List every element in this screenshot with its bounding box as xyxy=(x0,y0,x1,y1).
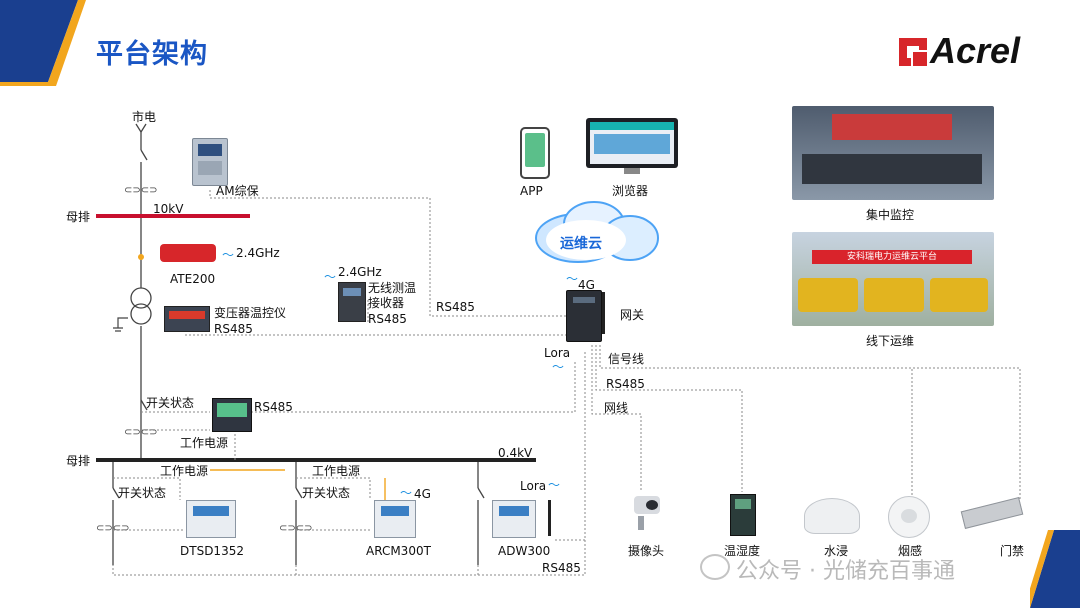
watermark-text: 公众号 · 光储充百事通 xyxy=(736,559,955,584)
breaker-symbol-3: ⊂⊃⊂⊃ xyxy=(96,523,130,534)
main-feeder-line xyxy=(135,123,148,458)
label-mains: 市电 xyxy=(132,110,157,124)
wifi-icon-arcm: 〜 xyxy=(400,486,413,500)
label-lora-gateway: Lora xyxy=(544,346,571,360)
label-water: 水浸 xyxy=(824,544,849,558)
smoke-sensor-icon xyxy=(888,496,930,538)
label-rs485-right: RS485 xyxy=(606,377,645,391)
gateway-antenna xyxy=(602,292,605,334)
ground-symbol xyxy=(113,317,128,332)
label-signal-line: 信号线 xyxy=(608,352,645,366)
monitor-stand xyxy=(624,168,640,174)
water-sensor-icon xyxy=(804,498,860,534)
label-freq-ate: 2.4GHz xyxy=(236,246,280,260)
humidity-sensor-icon xyxy=(730,494,756,536)
central-monitor-photo xyxy=(792,106,994,200)
corner-shape-orange-br xyxy=(1030,530,1054,608)
label-gateway: 网关 xyxy=(620,308,645,322)
transformer-coil-2 xyxy=(130,303,152,325)
label-ate200: ATE200 xyxy=(170,272,216,286)
label-app: APP xyxy=(520,184,543,198)
corner-shape-blue xyxy=(0,0,78,82)
label-dtsd: DTSD1352 xyxy=(180,544,244,558)
label-offline-ops: 线下运维 xyxy=(866,334,915,348)
breaker-symbol-2: ⊂⊃⊂⊃ xyxy=(124,427,158,438)
receiver-device xyxy=(338,282,366,322)
label-rs485-bottom: RS485 xyxy=(542,561,581,575)
corner-decoration-top-left xyxy=(0,0,86,86)
sensor-point xyxy=(138,254,144,260)
branch-lines xyxy=(112,399,485,565)
label-humidity: 温湿度 xyxy=(724,544,761,558)
corner-shape-orange xyxy=(0,0,86,86)
logo-text: Acrel xyxy=(930,30,1021,71)
label-arcm: ARCM300T xyxy=(366,544,431,558)
am-protection-device xyxy=(192,138,228,186)
label-meter-rs485: RS485 xyxy=(254,400,293,414)
signal-lines xyxy=(112,190,1021,576)
breaker-symbol-4: ⊂⊃⊂⊃ xyxy=(279,523,313,534)
label-work-power-left: 工作电源 xyxy=(160,464,209,478)
transformer-controller-device xyxy=(164,306,210,332)
dtsd-device xyxy=(186,500,236,538)
transformer-coil-1 xyxy=(130,287,152,309)
camera-icon xyxy=(630,494,664,534)
page-title: 平台架构 xyxy=(96,39,208,70)
gateway-device xyxy=(566,290,602,342)
label-rs485-mid: RS485 xyxy=(436,300,475,314)
adw-device xyxy=(492,500,536,538)
cloud-icon xyxy=(535,201,659,263)
adw-antenna xyxy=(548,500,551,536)
label-busbar-top: 母排 xyxy=(66,210,91,224)
label-transformer-ctrl: 变压器温控仪 xyxy=(214,306,287,320)
label-arcm-4g: 4G xyxy=(414,487,431,501)
label-freq-receiver: 2.4GHz xyxy=(338,265,382,279)
label-central-monitor: 集中监控 xyxy=(866,208,915,222)
label-am-protect: AM综保 xyxy=(216,184,259,198)
busbar-04kv xyxy=(96,458,536,462)
label-transformer-rs485: RS485 xyxy=(214,322,253,336)
label-work-power-top: 工作电源 xyxy=(180,436,229,450)
wifi-icon-gateway: 〜 xyxy=(566,272,579,286)
label-receiver-rs485: RS485 xyxy=(368,312,407,326)
label-voltage-top: 10kV xyxy=(153,202,184,216)
corner-decoration-bottom-right xyxy=(1030,530,1080,608)
browser-monitor-icon xyxy=(586,118,678,168)
label-voltage-bottom: 0.4kV xyxy=(498,446,533,460)
label-browser: 浏览器 xyxy=(612,184,649,198)
label-busbar-bottom: 母排 xyxy=(66,454,91,468)
arcm-device xyxy=(374,500,416,538)
label-cloud: 运维云 xyxy=(560,236,602,252)
wifi-icon-receiver: 〜 xyxy=(324,270,337,284)
wifi-icon-lora: 〜 xyxy=(552,360,565,374)
banner-text: 安科瑞电力运维云平台 xyxy=(812,250,972,264)
meter-device xyxy=(212,398,252,432)
acrel-logo-icon xyxy=(899,38,927,66)
offline-ops-photo: 安科瑞电力运维云平台 xyxy=(792,232,994,326)
label-camera: 摄像头 xyxy=(628,544,665,558)
label-adw: ADW300 xyxy=(498,544,551,558)
label-switch-status-top: 开关状态 xyxy=(146,396,195,410)
breaker-symbol-1: ⊂⊃⊂⊃ xyxy=(124,185,158,196)
label-receiver-1: 无线测温 xyxy=(368,281,417,295)
wifi-icon-adw: 〜 xyxy=(548,478,561,492)
label-work-power-mid: 工作电源 xyxy=(312,464,361,478)
ate200-device xyxy=(160,244,216,262)
busbar-10kv xyxy=(96,214,250,218)
label-receiver-2: 接收器 xyxy=(368,296,405,310)
corner-shape-blue-br xyxy=(1030,530,1080,608)
label-gateway-4g: 4G xyxy=(578,278,595,292)
app-phone-icon xyxy=(520,127,550,179)
wechat-icon xyxy=(700,554,730,580)
label-door: 门禁 xyxy=(1000,544,1025,558)
label-switch-status-left: 开关状态 xyxy=(118,486,167,500)
label-adw-lora: Lora xyxy=(520,479,547,493)
wifi-icon-ate: 〜 xyxy=(222,248,235,262)
label-smoke: 烟感 xyxy=(898,544,923,558)
label-network-line: 网线 xyxy=(604,401,629,415)
label-switch-status-mid: 开关状态 xyxy=(302,486,351,500)
